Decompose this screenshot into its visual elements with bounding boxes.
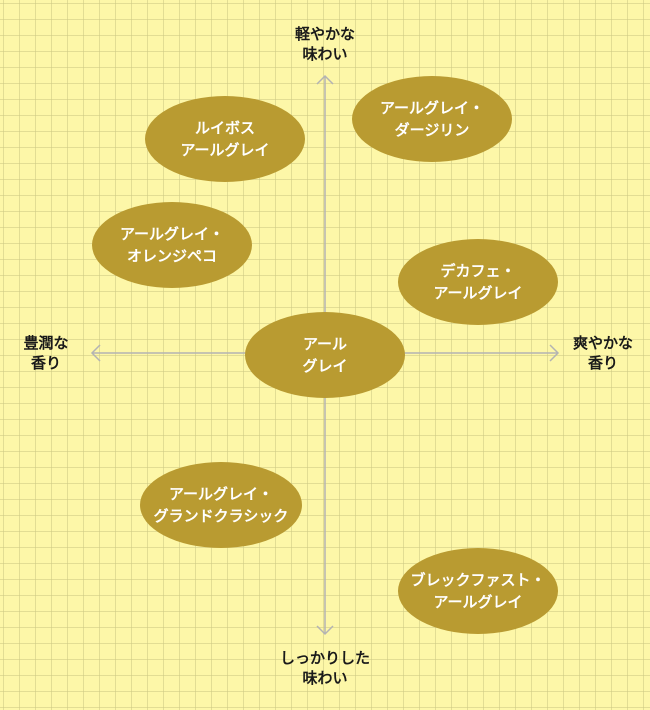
bubble-breakfast-earl-grey: ブレックファスト・ アールグレイ: [398, 548, 558, 634]
bubble-earl-grey-orange-pekoe: アールグレイ・ オレンジペコ: [92, 202, 252, 288]
axis-label-left: 豊潤な 香り: [23, 334, 69, 372]
axis-label-bottom: しっかりした 味わい: [279, 649, 370, 687]
bubble-decaf-earl-grey: デカフェ・ アールグレイ: [398, 239, 558, 325]
arrow-right-icon: [549, 344, 560, 362]
axis-label-right: 爽やかな 香り: [572, 334, 633, 372]
bubble-rooibos-earl-grey: ルイボス アールグレイ: [145, 96, 305, 182]
axis-label-top: 軽やかな 味わい: [294, 25, 355, 63]
bubble-earl-grey-darjeeling: アールグレイ・ ダージリン: [352, 76, 512, 162]
bubble-earl-grey-grand-classic: アールグレイ・ グランドクラシック: [140, 462, 302, 548]
arrow-left-icon: [90, 344, 101, 362]
bubble-earl-grey: アール グレイ: [245, 312, 405, 398]
arrow-up-icon: [316, 74, 334, 85]
arrow-down-icon: [316, 625, 334, 636]
